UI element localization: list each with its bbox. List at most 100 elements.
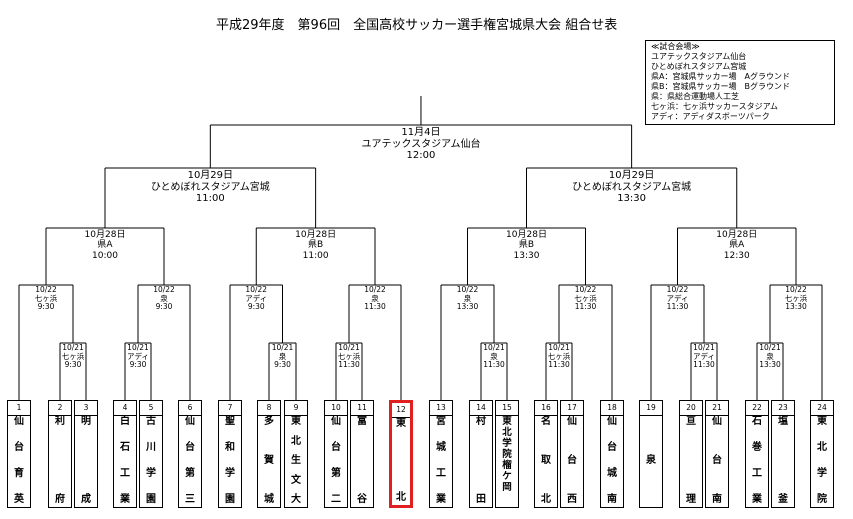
team-name-char: 三 xyxy=(185,494,195,505)
match-time: 13:30 xyxy=(785,302,807,312)
team-name-char: 亘 xyxy=(686,416,696,427)
team-name: 東北生文大 xyxy=(285,416,307,505)
team-name-char: 東 xyxy=(502,416,512,427)
team-name: 仙台第二 xyxy=(325,416,347,505)
match-date: 10/22 xyxy=(456,285,479,294)
team-name-char: 北 xyxy=(541,494,551,505)
team-name-char: 院 xyxy=(502,449,512,460)
match-time: 11:30 xyxy=(693,360,715,370)
match-venue: 七ヶ浜 xyxy=(574,293,597,303)
match-date: 10/21 xyxy=(62,343,84,352)
match-time: 13:30 xyxy=(456,302,479,312)
team-number: 1 xyxy=(8,401,30,416)
match-venue: 県B xyxy=(308,240,324,251)
venue-legend-line: 県A：宮城県サッカー場 Aグラウンド xyxy=(651,72,790,81)
team-number: 11 xyxy=(351,401,373,416)
team-name-char: 仙 xyxy=(712,416,722,427)
team-name-char: 北 xyxy=(817,442,827,453)
team-name-char: 大 xyxy=(291,494,301,505)
team-name: 白石工業 xyxy=(114,416,136,505)
team-name-char: 富 xyxy=(357,416,367,427)
team-name-char: 工 xyxy=(120,468,130,479)
team-name-char: 第 xyxy=(185,468,195,479)
team-number: 17 xyxy=(561,401,583,416)
match-time: 12:30 xyxy=(723,250,750,261)
team-name: 聖和学園 xyxy=(219,416,241,505)
team-name-char: 府 xyxy=(55,494,65,505)
venue-legend-line: 県B：宮城県サッカー場 Bグラウンド xyxy=(651,82,790,91)
team-name-char: 岡 xyxy=(502,482,512,493)
team-number: 14 xyxy=(470,401,492,416)
team-name-char: 工 xyxy=(752,468,762,479)
match-venue: 泉 xyxy=(490,351,498,361)
team-name-char: 白 xyxy=(120,416,130,427)
match-time: 13:30 xyxy=(513,250,540,261)
venue-legend-line: ユアテックスタジアム仙台 xyxy=(651,52,747,61)
team-name-char: 古 xyxy=(146,416,156,427)
team-number: 21 xyxy=(706,401,728,416)
team-number: 15 xyxy=(496,401,518,416)
team-name-char: 多 xyxy=(264,416,274,427)
team-name-char: 賀 xyxy=(264,455,274,466)
team-name: 村田 xyxy=(470,416,492,505)
team-name-char: 宮 xyxy=(436,416,446,427)
team-name-char: 台 xyxy=(185,442,195,453)
team-name: 仙台西 xyxy=(561,416,583,505)
match-date: 10/22 xyxy=(245,285,268,294)
team-number: 22 xyxy=(746,401,768,416)
match-venue: ひとめぼれスタジアム宮城 xyxy=(572,181,692,193)
team-name: 東北 xyxy=(392,418,410,503)
team-number: 7 xyxy=(219,401,241,416)
match-date: 10/22 xyxy=(574,285,597,294)
team-number: 2 xyxy=(49,401,71,416)
match-date: 10/21 xyxy=(338,343,360,352)
match-time: 13:30 xyxy=(617,193,647,204)
team-name-char: 榴 xyxy=(502,460,512,471)
team-number: 20 xyxy=(680,401,702,416)
team-number: 12 xyxy=(392,403,410,418)
match-time: 11:00 xyxy=(302,250,329,261)
match-venue: 泉 xyxy=(766,351,774,361)
match-time: 12:00 xyxy=(406,150,436,161)
team-number: 3 xyxy=(75,401,97,416)
match-venue: 七ヶ浜 xyxy=(34,293,58,303)
team-name-char: 石 xyxy=(120,442,130,453)
team-name-char: 学 xyxy=(146,468,156,479)
team-name: 仙台第三 xyxy=(179,416,201,505)
match-venue: 泉 xyxy=(463,293,472,303)
team-number: 13 xyxy=(430,401,452,416)
team-name-char: 北 xyxy=(502,427,512,438)
match-venue: アディ xyxy=(245,293,268,303)
venue-legend-line: アディ：アディダスボーツパーク xyxy=(651,112,770,121)
team-name: 名取北 xyxy=(535,416,557,505)
team-name-char: ケ xyxy=(502,471,512,482)
match-venue: 七ヶ浜 xyxy=(337,351,361,361)
team-name-char: 谷 xyxy=(357,494,367,505)
team-name-char: 第 xyxy=(331,468,341,479)
team-name-char: 城 xyxy=(436,442,446,453)
match-date: 10/21 xyxy=(127,343,149,352)
match-date: 10/22 xyxy=(364,285,386,294)
match-time: 11:30 xyxy=(574,302,597,312)
